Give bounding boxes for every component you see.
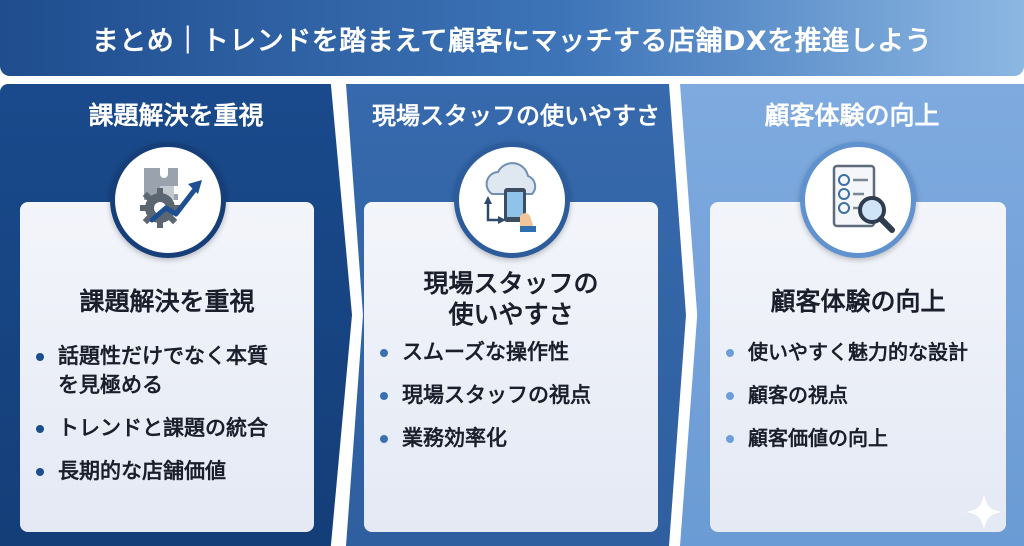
summary-banner: まとめ｜トレンドを踏まえて顧客にマッチする店舗DXを推進しよう [0, 0, 1024, 76]
card-title-line: 現場スタッフの [423, 269, 599, 298]
bullet-text: スムーズな操作性 [402, 340, 569, 364]
bullet-dot [380, 392, 388, 400]
bullet-text: 長期的な店舗価値 [58, 459, 226, 483]
bullet-dot [726, 435, 734, 443]
content-card: 現場スタッフの 使いやすさ スムーズな操作性 現場スタッフの視点 業務効率化 [364, 202, 658, 532]
list-item: トレンドと課題の統合 [36, 414, 306, 443]
column-heading: 現場スタッフの使いやすさ [372, 102, 660, 130]
list-item: 長期的な店舗価値 [36, 457, 306, 486]
cloud-tablet-icon [454, 142, 570, 258]
column-heading: 課題解決を重視 [88, 101, 264, 130]
bullet-text: 顧客価値の向上 [748, 426, 888, 450]
bullet-text: 業務効率化 [402, 426, 507, 450]
bullet-list: スムーズな操作性 現場スタッフの視点 業務効率化 [380, 338, 650, 467]
bullet-text: 使いやすく魅力的な設計 [748, 340, 968, 364]
bullet-dot [726, 349, 734, 357]
sparkle-icon [966, 494, 1002, 530]
bullet-dot [726, 392, 734, 400]
list-item: 現場スタッフの視点 [380, 381, 650, 410]
card-title: 顧客体験の向上 [770, 287, 946, 316]
list-item: 使いやすく魅力的な設計 [726, 338, 998, 367]
bullet-dot [380, 435, 388, 443]
bullet-dot [36, 425, 44, 433]
bullet-dot [36, 468, 44, 476]
bullet-dot [380, 349, 388, 357]
puzzle-gear-growth-icon [110, 142, 226, 258]
bullet-text: 話題性だけでなく本質を見極める [58, 344, 268, 397]
column-heading: 顧客体験の向上 [764, 101, 940, 130]
bullet-text: 顧客の視点 [748, 383, 848, 407]
card-title-line: 使いやすさ [448, 300, 574, 329]
card-title: 現場スタッフの 使いやすさ [364, 268, 658, 330]
bullet-list: 話題性だけでなく本質を見極める トレンドと課題の統合 長期的な店舗価値 [36, 342, 306, 500]
bullet-text: 現場スタッフの視点 [402, 383, 591, 407]
list-item: 業務効率化 [380, 424, 650, 453]
card-title: 課題解決を重視 [79, 287, 255, 316]
list-item: 話題性だけでなく本質を見極める [36, 342, 306, 400]
bullet-list: 使いやすく魅力的な設計 顧客の視点 顧客価値の向上 [726, 338, 998, 467]
column-staff-usability: 現場スタッフの使いやすさ 現場スタッフの 使いやすさ スムーズな操作性 現場スタ… [346, 84, 686, 546]
survey-magnifier-icon [800, 142, 916, 258]
bullet-dot [36, 353, 44, 361]
column-problem-solving: 課題解決を重視 課題解決を重視 話題性だけでなく本質を見極める トレンドと課題の… [0, 84, 352, 546]
banner-title: まとめ｜トレンドを踏まえて顧客にマッチする店舗DXを推進しよう [91, 25, 933, 57]
bullet-text: トレンドと課題の統合 [58, 416, 268, 440]
column-customer-experience: 顧客体験の向上 顧客体験の向上 使いやすく魅力的な設計 顧客の視点 顧客価値の向… [680, 84, 1024, 546]
list-item: 顧客価値の向上 [726, 424, 998, 453]
list-item: スムーズな操作性 [380, 338, 650, 367]
list-item: 顧客の視点 [726, 381, 998, 410]
